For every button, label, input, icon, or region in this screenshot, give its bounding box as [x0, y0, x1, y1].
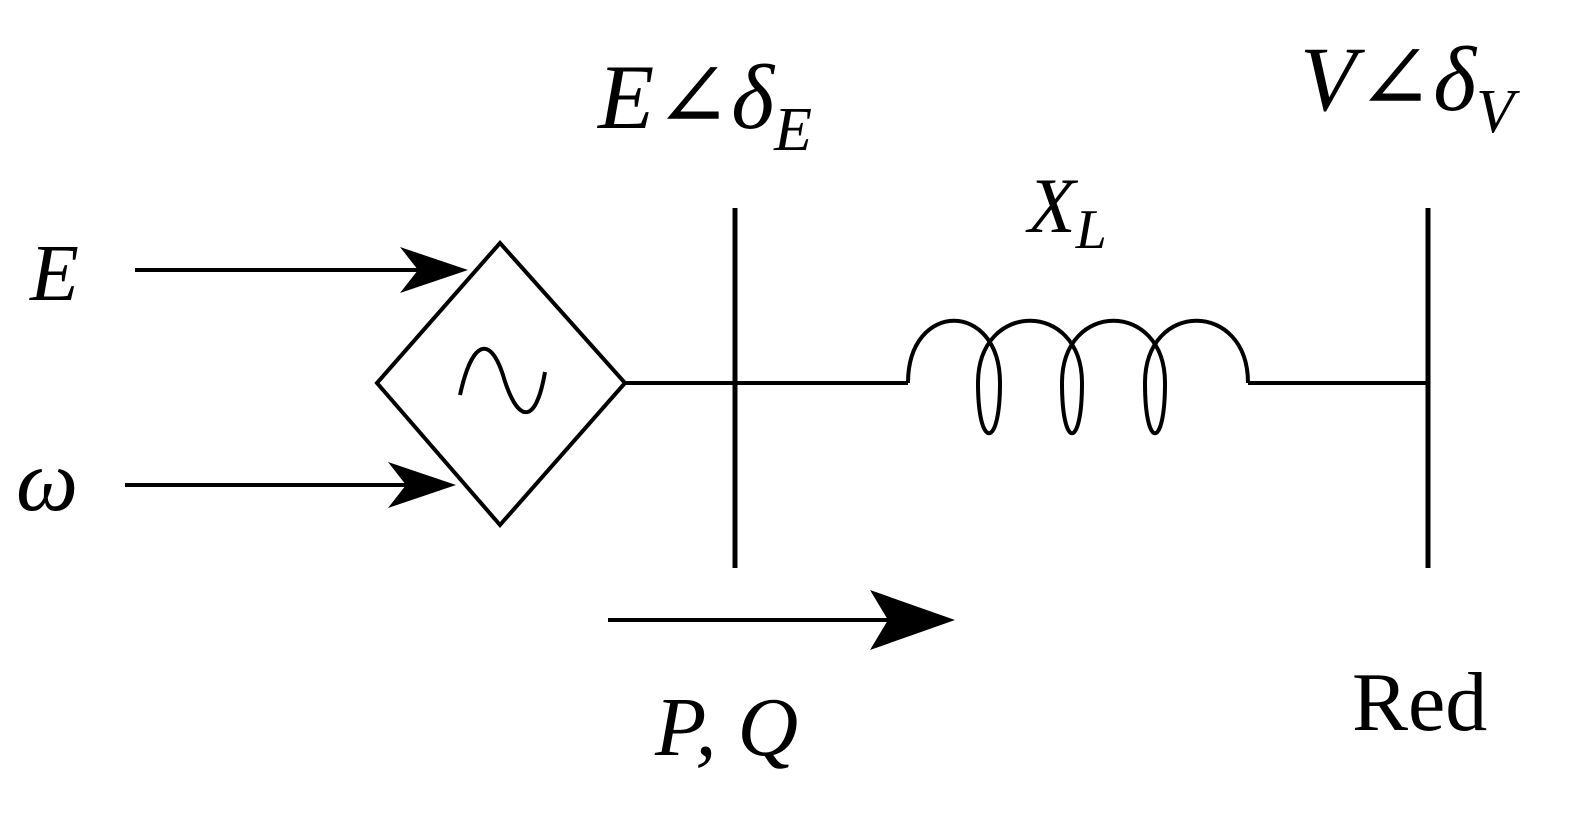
inductor-coil-icon	[906, 318, 1250, 435]
reactance-subscript: L	[1075, 199, 1107, 261]
grid-voltage-label: V∠δV	[1300, 28, 1520, 146]
ac-voltage-source-icon	[374, 239, 628, 529]
input-omega-arrow	[125, 462, 456, 508]
power-flow-label: P, Q	[654, 681, 798, 774]
input-e-label: E	[29, 230, 79, 318]
grid-voltage-subscript: V	[1476, 78, 1520, 146]
grid-voltage-main: V∠δ	[1300, 28, 1477, 130]
power-flow-arrow	[608, 590, 955, 650]
input-omega-label: ω	[16, 433, 78, 530]
source-voltage-label: E∠δE	[596, 46, 812, 164]
reactance-main: X	[1025, 162, 1079, 249]
grid-name-label: Red	[1352, 656, 1487, 749]
source-voltage-main: E∠δ	[596, 46, 775, 148]
reactance-label: XL	[1025, 162, 1107, 261]
input-e-arrow	[135, 247, 468, 293]
source-voltage-subscript: E	[773, 96, 812, 164]
